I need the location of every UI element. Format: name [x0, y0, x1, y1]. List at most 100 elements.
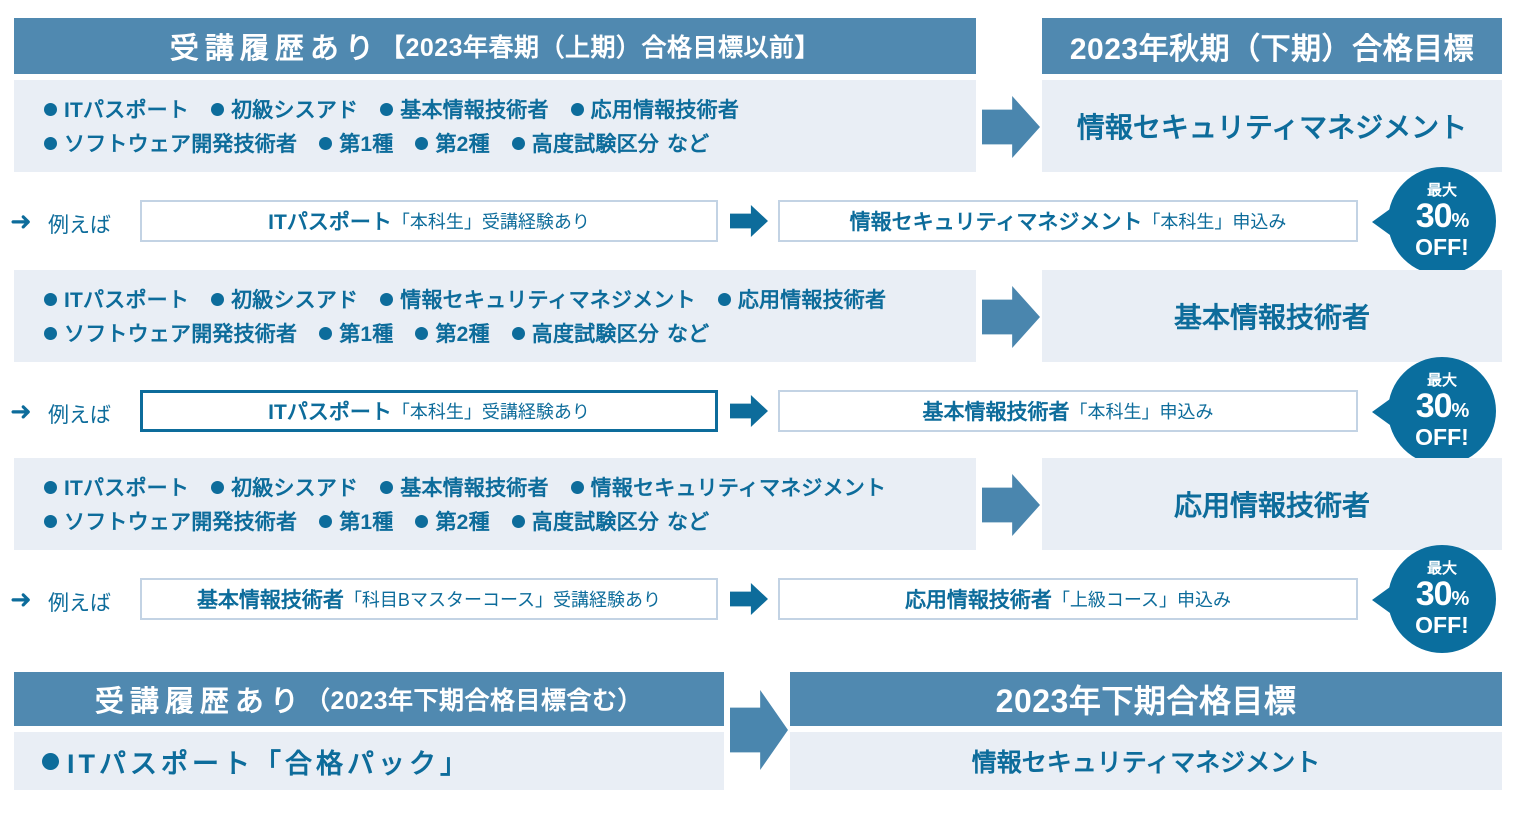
- row3-discount-badge: 最大 30% OFF!: [1372, 545, 1496, 653]
- bullet-dot-icon: [44, 514, 57, 528]
- row3-example-lead-arrow-icon: ➜: [10, 584, 32, 614]
- bullet-dot-icon: [42, 752, 59, 770]
- bullet-label: ITパスポート: [64, 289, 190, 312]
- badge-tail-icon: [1372, 209, 1390, 235]
- row2-example-from-box[interactable]: ITパスポート「本科生」受講経験あり: [140, 390, 718, 432]
- bullet-item: 情報セキュリティマネジメント: [380, 284, 696, 314]
- bullet-dot-icon: [319, 326, 333, 340]
- row1-example-to-box[interactable]: 情報セキュリティマネジメント「本科生」申込み: [778, 200, 1358, 242]
- row2-right-target-title: 基本情報技術者: [1173, 302, 1370, 333]
- bullet-item: 高度試験区分: [511, 128, 659, 158]
- row2-left-bullets-panel: ITパスポート 初級シスアド 情報セキュリティマネジメント 応用情報技術者 ソフ…: [14, 270, 976, 362]
- bottom-left-header-main: 受講履歴あり: [94, 686, 305, 718]
- bullet-dot-icon: [717, 292, 731, 306]
- row2-example-to-strong: 基本情報技術者: [922, 401, 1070, 424]
- bullet-label: 高度試験区分: [531, 511, 659, 534]
- row3-example-to-box[interactable]: 応用情報技術者「上級コース」申込み: [778, 578, 1358, 620]
- row1-right-target-title: 情報セキュリティマネジメント: [1076, 112, 1468, 143]
- row1-bullet-line-2: ソフトウェア開発技術者 第1種 第2種 高度試験区分 など: [44, 128, 976, 158]
- bullet-item: ITパスポート: [44, 94, 189, 124]
- row2-example-from-thin: 「本科生」受講経験あり: [391, 402, 590, 422]
- row3-bullet-list: ITパスポート 初級シスアド 基本情報技術者 情報セキュリティマネジメント ソフ…: [14, 458, 976, 550]
- bottom-left-item: ITパスポート「合格パック」: [14, 732, 724, 790]
- row3-example-from-box[interactable]: 基本情報技術者「科目Bマスターコース」受講経験あり: [140, 578, 718, 620]
- bullet-label: 基本情報技術者: [400, 99, 549, 122]
- bullet-label: 高度試験区分: [531, 323, 659, 346]
- bullet-item: ソフトウェア開発技術者: [44, 506, 297, 536]
- bullet-label: 初級シスアド: [231, 99, 359, 122]
- row1-right-target-panel: 情報セキュリティマネジメント: [1042, 80, 1502, 172]
- bullet-dot-icon: [44, 136, 57, 150]
- row3-example-to-strong: 応用情報技術者: [904, 589, 1052, 612]
- bullet-dot-icon: [415, 514, 429, 528]
- badge-tail-icon: [1372, 399, 1390, 425]
- bullet-item: ソフトウェア開発技術者: [44, 318, 297, 348]
- row2-bullet-line-2: ソフトウェア開発技術者 第1種 第2種 高度試験区分 など: [44, 318, 976, 348]
- bullet-dot-icon: [44, 292, 57, 306]
- row1-left-header-main: 受講履歴あり: [169, 33, 380, 65]
- bullet-label: 応用情報技術者: [737, 289, 887, 312]
- bullet-dot-icon: [570, 102, 584, 116]
- bullet-dot-icon: [44, 326, 57, 340]
- bullet-dot-icon: [380, 480, 394, 494]
- row1-example-from-strong: ITパスポート: [268, 211, 392, 234]
- bullet-label: 基本情報技術者: [400, 477, 549, 500]
- row1-example-arrow-icon: [730, 205, 768, 237]
- row3-bullet-line-1: ITパスポート 初級シスアド 基本情報技術者 情報セキュリティマネジメント: [44, 472, 976, 502]
- bullet-dot-icon: [211, 480, 225, 494]
- badge-tail-icon: [1372, 587, 1390, 613]
- row3-right-target-title: 応用情報技術者: [1173, 490, 1370, 521]
- bottom-right-header: 2023年下期合格目標: [790, 672, 1502, 726]
- row1-example-from-thin: 「本科生」受講経験あり: [391, 212, 590, 232]
- row2-bullets-suffix: など: [666, 323, 710, 346]
- bullet-dot-icon: [511, 136, 525, 150]
- badge-number: 30%: [1416, 388, 1470, 425]
- row1-example-lead-arrow-icon: ➜: [10, 206, 32, 236]
- bottom-left-item-label: ITパスポート「合格パック」: [67, 748, 471, 779]
- row2-example-from-strong: ITパスポート: [268, 401, 392, 424]
- badge-top-label: 最大: [1426, 560, 1457, 578]
- bullet-label: 第2種: [435, 323, 490, 346]
- bottom-right-title: 情報セキュリティマネジメント: [971, 749, 1321, 777]
- bullet-item: 第2種: [415, 318, 490, 348]
- bullet-dot-icon: [511, 326, 525, 340]
- bullet-item: 第1種: [319, 506, 393, 536]
- bottom-left-panel: ITパスポート「合格パック」: [14, 732, 724, 790]
- bullet-item: 第2種: [415, 506, 490, 536]
- row1-bullets-suffix: など: [666, 133, 710, 156]
- row1-example-to-thin: 「本科生」申込み: [1142, 212, 1287, 232]
- bottom-flow-arrow-icon: [730, 690, 788, 770]
- row3-bullet-line-2: ソフトウェア開発技術者 第1種 第2種 高度試験区分 など: [44, 506, 976, 536]
- row3-flow-arrow-icon: [982, 474, 1040, 536]
- bullet-item: 高度試験区分: [511, 506, 659, 536]
- row2-example-to-box[interactable]: 基本情報技術者「本科生」申込み: [778, 390, 1358, 432]
- row1-discount-badge: 最大 30% OFF!: [1372, 167, 1496, 275]
- row3-example-label: 例えば: [48, 592, 111, 615]
- badge-bottom-label: OFF!: [1415, 611, 1469, 638]
- row1-example-from-box[interactable]: ITパスポート「本科生」受講経験あり: [140, 200, 718, 242]
- bullet-dot-icon: [380, 102, 394, 116]
- row2-flow-arrow-icon: [982, 286, 1040, 348]
- bullet-label: 情報セキュリティマネジメント: [400, 289, 696, 312]
- row3-example-from-strong: 基本情報技術者: [196, 589, 344, 612]
- bullet-label: 情報セキュリティマネジメント: [590, 477, 887, 500]
- row1-example-label: 例えば: [48, 214, 111, 237]
- badge-number-value: 30: [1415, 575, 1453, 614]
- row1-left-header-sub: 【2023年春期（上期）合格目標以前】: [379, 34, 821, 62]
- row1-right-header: 2023年秋期（下期）合格目標: [1042, 18, 1502, 74]
- bullet-item: 第2種: [415, 128, 490, 158]
- bullet-label: 応用情報技術者: [590, 99, 740, 122]
- badge-bottom-label: OFF!: [1415, 233, 1469, 260]
- badge-bottom-label: OFF!: [1415, 423, 1469, 450]
- bullet-dot-icon: [44, 102, 57, 116]
- row3-right-target-panel: 応用情報技術者: [1042, 458, 1502, 550]
- bullet-item: 高度試験区分: [511, 318, 659, 348]
- badge-top-label: 最大: [1426, 372, 1457, 390]
- badge-percent: %: [1451, 400, 1470, 423]
- bullet-item: ソフトウェア開発技術者: [44, 128, 297, 158]
- row3-bullets-suffix: など: [666, 511, 710, 534]
- bullet-item: ITパスポート: [44, 472, 189, 502]
- row2-bullet-list: ITパスポート 初級シスアド 情報セキュリティマネジメント 応用情報技術者 ソフ…: [14, 270, 976, 362]
- bullet-label: 第1種: [339, 133, 394, 156]
- row3-example-arrow-icon: [730, 583, 768, 615]
